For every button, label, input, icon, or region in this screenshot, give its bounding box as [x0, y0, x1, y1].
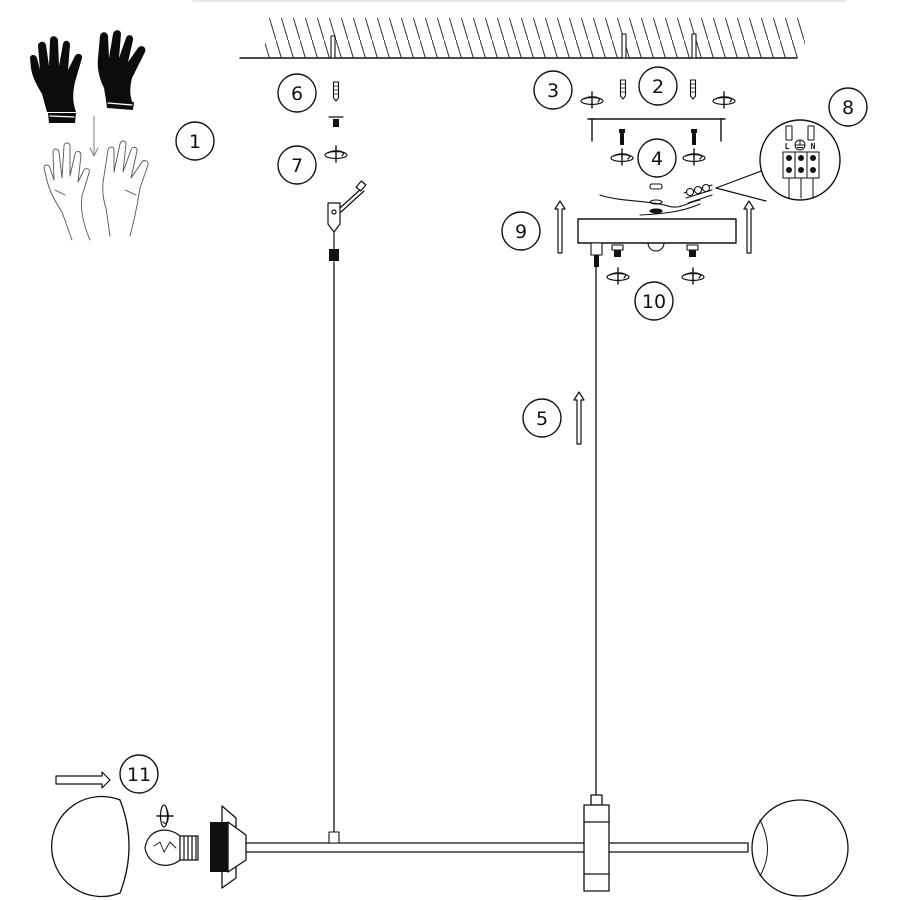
- cable-gripper: [327, 180, 367, 261]
- step-1-label: 1: [189, 131, 201, 153]
- step-2-label: 2: [652, 76, 664, 98]
- lamp-body: [210, 794, 849, 897]
- ceiling-drill-holes: [330, 33, 697, 59]
- step-6: 6: [277, 73, 317, 113]
- step-8: 8: [828, 87, 868, 127]
- up-arrow-icon: [573, 391, 585, 445]
- ceiling: [192, 0, 847, 59]
- step-7: 7: [277, 145, 317, 185]
- ceiling-canopy: [577, 218, 737, 244]
- ground-symbol-icon: [794, 139, 806, 151]
- hand-outline-icon: [43, 140, 149, 241]
- terminal-block-icon: L N: [715, 119, 841, 202]
- step-1: 1: [175, 121, 215, 161]
- step-7-label: 7: [291, 155, 303, 177]
- step-10-label: 10: [642, 291, 666, 313]
- mounting-hardware: [554, 79, 755, 285]
- step-9-label: 9: [515, 221, 527, 243]
- mounting-bracket: [587, 118, 726, 142]
- step-10: 10: [634, 281, 674, 321]
- step-5: 5: [522, 398, 562, 438]
- step-4-label: 4: [651, 148, 663, 170]
- step-6-label: 6: [291, 83, 303, 105]
- step-2: 2: [638, 66, 678, 106]
- terminal-label-neutral: N: [811, 142, 816, 151]
- up-arrow-icon: [554, 200, 566, 254]
- step-9: 9: [501, 211, 541, 251]
- wire-connector: [599, 183, 713, 216]
- step-11: 11: [119, 754, 159, 794]
- step-3: 3: [533, 70, 573, 110]
- glove-cuff-bands: [49, 102, 133, 118]
- light-bulb-icon: [144, 829, 199, 866]
- terminal-label-live: L: [785, 142, 790, 151]
- right-arrow-icon: [55, 771, 111, 789]
- hook-screw-icon: [328, 116, 344, 127]
- step-11-label: 11: [127, 764, 151, 786]
- glove-icon: [30, 30, 146, 123]
- down-arrow-icon: [89, 115, 99, 157]
- central-hub: [583, 794, 610, 892]
- left-suspension: [324, 81, 367, 837]
- lamp-socket: [210, 805, 247, 889]
- glass-globe-left: [50, 795, 130, 898]
- up-arrow-icon: [743, 200, 755, 254]
- cable-glands: [590, 242, 699, 267]
- step-4: 4: [637, 138, 677, 178]
- lamp-arm: [243, 842, 749, 853]
- step-3-label: 3: [547, 80, 559, 102]
- glass-globe-right: [751, 799, 849, 897]
- step-8-label: 8: [842, 97, 854, 119]
- step-5-label: 5: [536, 408, 548, 430]
